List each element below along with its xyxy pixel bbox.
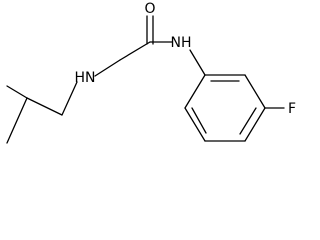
ring-bond-5 (184, 107, 206, 142)
ring-bond-6 (184, 74, 206, 109)
bond-isobutyl-methyl-lower (6, 97, 28, 144)
amine-hn-label: HN (75, 70, 96, 86)
structure-diagram: O NH HN F (6, 1, 296, 144)
amide-nh-label: NH (171, 35, 192, 51)
ring-double-bond-left (191, 107, 207, 134)
bond-ch2-carbonyl (119, 41, 151, 61)
bond-nh-ch2 (94, 59, 121, 77)
oxygen-label: O (144, 1, 155, 17)
bond-nh-ring (189, 49, 206, 76)
ring-double-bond-right (239, 107, 257, 135)
ring-bond-2 (244, 74, 266, 109)
bond-isobutyl-ch-ch2 (26, 97, 63, 116)
bond-isobutyl-methyl-upper (6, 85, 28, 99)
bond-ch2-nh (61, 81, 78, 116)
ring-bond-3 (244, 107, 266, 142)
fluorine-label: F (288, 101, 296, 117)
